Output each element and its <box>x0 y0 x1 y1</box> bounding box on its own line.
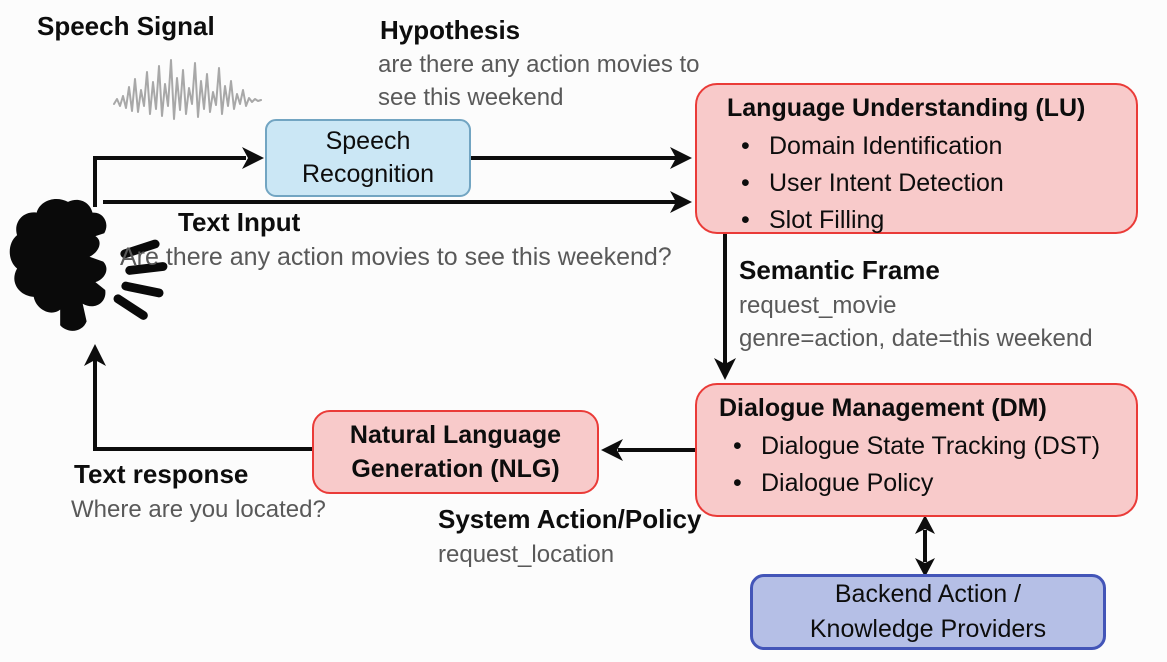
speech-recognition-box: Speech Recognition <box>265 119 471 197</box>
backend-knowledge-box: Backend Action / Knowledge Providers <box>750 574 1106 650</box>
nlg-title-line1: Natural Language <box>349 420 562 449</box>
semantic-frame-text-line1: request_movie <box>739 292 897 319</box>
language-understanding-items: Domain Identification User Intent Detect… <box>727 128 1126 238</box>
language-understanding-box: Language Understanding (LU) Domain Ident… <box>695 83 1138 238</box>
speech-lines-icon <box>113 239 168 320</box>
backend-label-line1: Backend Action / <box>834 580 1022 608</box>
dialogue-management-box: Dialogue Management (DM) Dialogue State … <box>695 383 1138 517</box>
language-understanding-title: Language Understanding (LU) <box>727 94 1086 122</box>
semantic-frame-label: Semantic Frame <box>739 255 940 285</box>
hypothesis-text-line2: see this weekend <box>378 84 564 111</box>
hypothesis-text-line1: are there any action movies to <box>378 51 700 78</box>
arrowheads <box>84 147 935 577</box>
lu-item-slot-filling: Slot Filling <box>727 202 1126 239</box>
semantic-frame-text-line2: genre=action, date=this weekend <box>739 325 1093 352</box>
natural-language-generation-box: Natural Language Generation (NLG) <box>312 410 599 494</box>
lu-item-domain-identification: Domain Identification <box>727 128 1126 165</box>
speaking-person-icon <box>9 198 168 331</box>
text-input-text: Are there any action movies to see this … <box>120 243 672 271</box>
arrow-speaker-to-asr <box>93 156 246 207</box>
dialogue-management-title: Dialogue Management (DM) <box>719 394 1047 422</box>
arrow-nlg-to-speaker <box>93 360 312 451</box>
nlg-title-line2: Generation (NLG) <box>351 455 560 483</box>
backend-label-line2: Knowledge Providers <box>809 615 1047 643</box>
speech-signal-label: Speech Signal <box>37 11 215 41</box>
dm-item-dialogue-state-tracking: Dialogue State Tracking (DST) <box>719 428 1126 465</box>
dialogue-management-items: Dialogue State Tracking (DST) Dialogue P… <box>719 428 1126 502</box>
speech-recognition-label-line2: Recognition <box>301 160 435 188</box>
lu-item-user-intent-detection: User Intent Detection <box>727 165 1126 202</box>
audio-waveform-icon <box>113 59 262 120</box>
dm-item-dialogue-policy: Dialogue Policy <box>719 465 1126 502</box>
system-action-text: request_location <box>438 541 615 568</box>
text-input-label: Text Input <box>178 207 301 237</box>
text-response-label: Text response <box>74 459 249 489</box>
text-response-text: Where are you located? <box>71 496 326 523</box>
speech-recognition-label-line1: Speech <box>325 127 411 155</box>
system-action-label: System Action/Policy <box>438 504 702 534</box>
hypothesis-label: Hypothesis <box>380 15 521 45</box>
